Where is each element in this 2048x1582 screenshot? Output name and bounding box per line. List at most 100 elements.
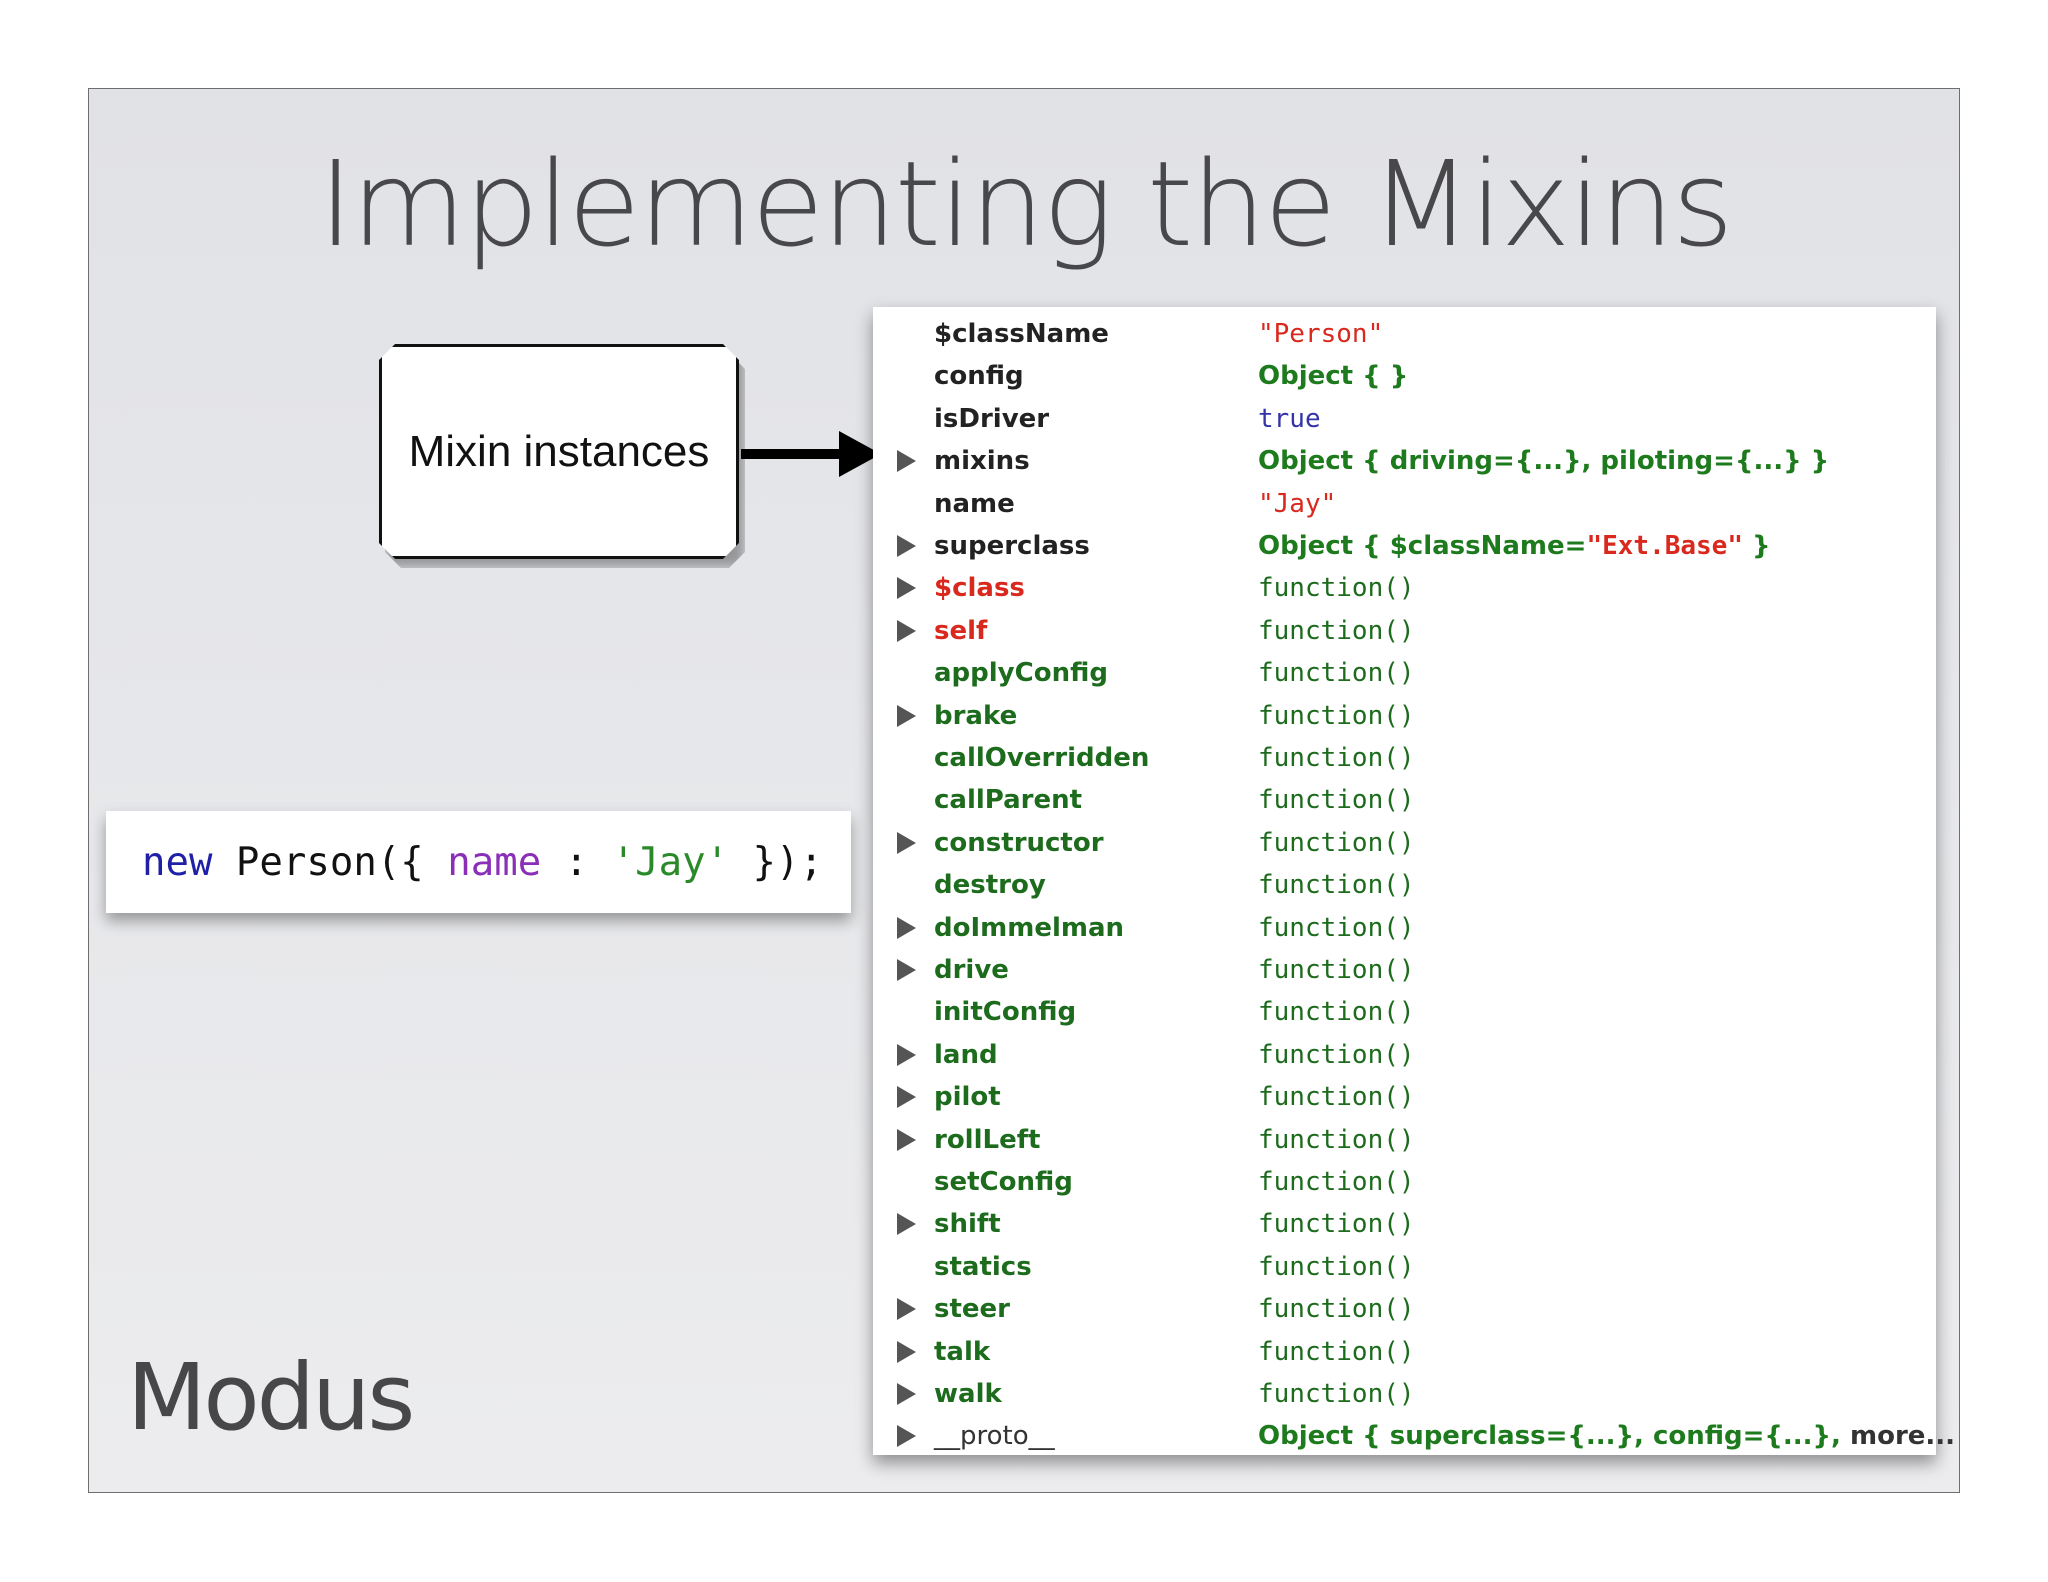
expand-triangle-icon[interactable] [897,916,916,939]
inspector-key: config [934,361,1024,392]
inspector-key: $className [934,319,1109,349]
inspector-key: applyConfig [934,658,1108,689]
inspector-key: superclass [934,531,1090,561]
expand-triangle-icon[interactable] [897,1425,916,1448]
inspector-key: pilot [934,1082,1001,1113]
inspector-value: true [1258,403,1321,434]
value-part: Object { superclass={...}, config={...}, [1258,1421,1850,1452]
inspector-row[interactable]: mixins Object { driving={...}, piloting={… [873,440,1936,482]
expand-triangle-icon[interactable] [897,959,916,981]
inspector-row[interactable]: walk function() [873,1373,1936,1415]
inspector-key: callOverridden [934,743,1150,773]
value-part: Object { $className= [1258,531,1587,561]
inspector-key: setConfig [934,1167,1073,1197]
inspector-key: constructor [934,827,1104,858]
code-constructor: Person({ [212,839,448,885]
inspector-value: function() [1258,1379,1415,1409]
inspector-value: function() [1258,615,1415,646]
inspector-row: destroy function() [873,864,1936,906]
inspector-value: function() [1258,1209,1415,1240]
inspector-key: mixins [934,446,1030,477]
code-snippet: new Person({ name : 'Jay' }); [106,811,851,913]
inspector-key: isDriver [934,403,1050,434]
inspector-row: name "Jay" [873,483,1936,525]
inspector-row[interactable]: superclass Object { $className="Ext.Base"… [873,525,1936,567]
inspector-value: "Person" [1258,319,1384,349]
modus-logo: Modus [127,1344,415,1451]
arrow-line [741,449,841,459]
inspector-value: function() [1258,785,1415,816]
inspector-value: function() [1258,827,1415,858]
slide: Implementing the Mixins Mixin instances … [88,88,1960,1493]
inspector-value: function() [1258,658,1415,689]
inspector-value: function() [1258,1039,1415,1070]
code-keyword: new [142,839,213,885]
expand-triangle-icon[interactable] [897,535,916,557]
value-string: "Ext.Base" [1586,531,1743,561]
inspector-key: brake [934,700,1018,731]
inspector-value: function() [1258,1167,1415,1197]
more-link[interactable]: more... } [1849,1421,1959,1452]
code-colon: : [541,839,612,885]
inspector-key: name [934,488,1015,519]
inspector-value: function() [1258,912,1415,943]
inspector-key: drive [934,955,1009,985]
code-string: 'Jay' [611,839,730,885]
inspector-value: function() [1258,1124,1415,1155]
inspector-key: walk [934,1379,1002,1409]
callout-label: Mixin instances [408,426,710,476]
inspector-row[interactable]: brake function() [873,695,1936,737]
inspector-value: "Jay" [1258,488,1337,519]
inspector-key: destroy [934,870,1046,901]
inspector-row: callParent function() [873,779,1936,821]
expand-triangle-icon[interactable] [897,704,916,727]
expand-triangle-icon[interactable] [897,1043,916,1066]
inspector-value: Object { } [1258,361,1409,392]
object-inspector-panel[interactable]: $className "Person" config Object { } isDriv… [873,307,1959,1457]
expand-triangle-icon[interactable] [897,450,916,473]
inspector-value: function() [1258,700,1415,731]
inspector-key: talk [934,1336,991,1367]
expand-triangle-icon[interactable] [897,1298,916,1321]
inspector-value: Object { $className="Ext.Base" } [1258,531,1771,561]
inspector-row[interactable]: __proto__Object { superclass={...}, conf… [873,1415,1959,1457]
inspector-row[interactable]: self function() [873,610,1936,652]
expand-triangle-icon[interactable] [897,1340,916,1363]
inspector-key: shift [934,1209,1001,1240]
expand-triangle-icon[interactable] [897,1128,916,1151]
inspector-key: statics [934,1251,1032,1282]
inspector-row: $className "Person" [873,313,1936,355]
code-prop: name [447,839,542,885]
inspector-key: callParent [934,785,1083,816]
inspector-value: Object { driving={...}, piloting={...} } [1258,446,1830,477]
inspector-row: config Object { } [873,355,1936,397]
expand-triangle-icon[interactable] [897,619,916,642]
expand-triangle-icon[interactable] [897,577,916,600]
inspector-value: Object { superclass={...}, config={...},… [1258,1421,1959,1452]
inspector-row: initConfig function() [873,991,1936,1033]
inspector-key: self [934,615,988,646]
inspector-key: steer [934,1294,1010,1325]
inspector-value: function() [1258,997,1415,1028]
inspector-key: initConfig [934,997,1077,1028]
inspector-row: applyConfig function() [873,652,1936,694]
inspector-value: function() [1258,870,1415,901]
expand-triangle-icon[interactable] [897,831,916,854]
expand-triangle-icon[interactable] [897,1086,916,1109]
inspector-row[interactable]: constructor function() [873,822,1936,864]
inspector-row[interactable]: shift function() [873,1203,1936,1245]
expand-triangle-icon[interactable] [897,1383,916,1405]
inspector-key: $class [934,573,1025,604]
expand-triangle-icon[interactable] [897,1213,916,1236]
inspector-row: isDriver true [873,398,1936,440]
